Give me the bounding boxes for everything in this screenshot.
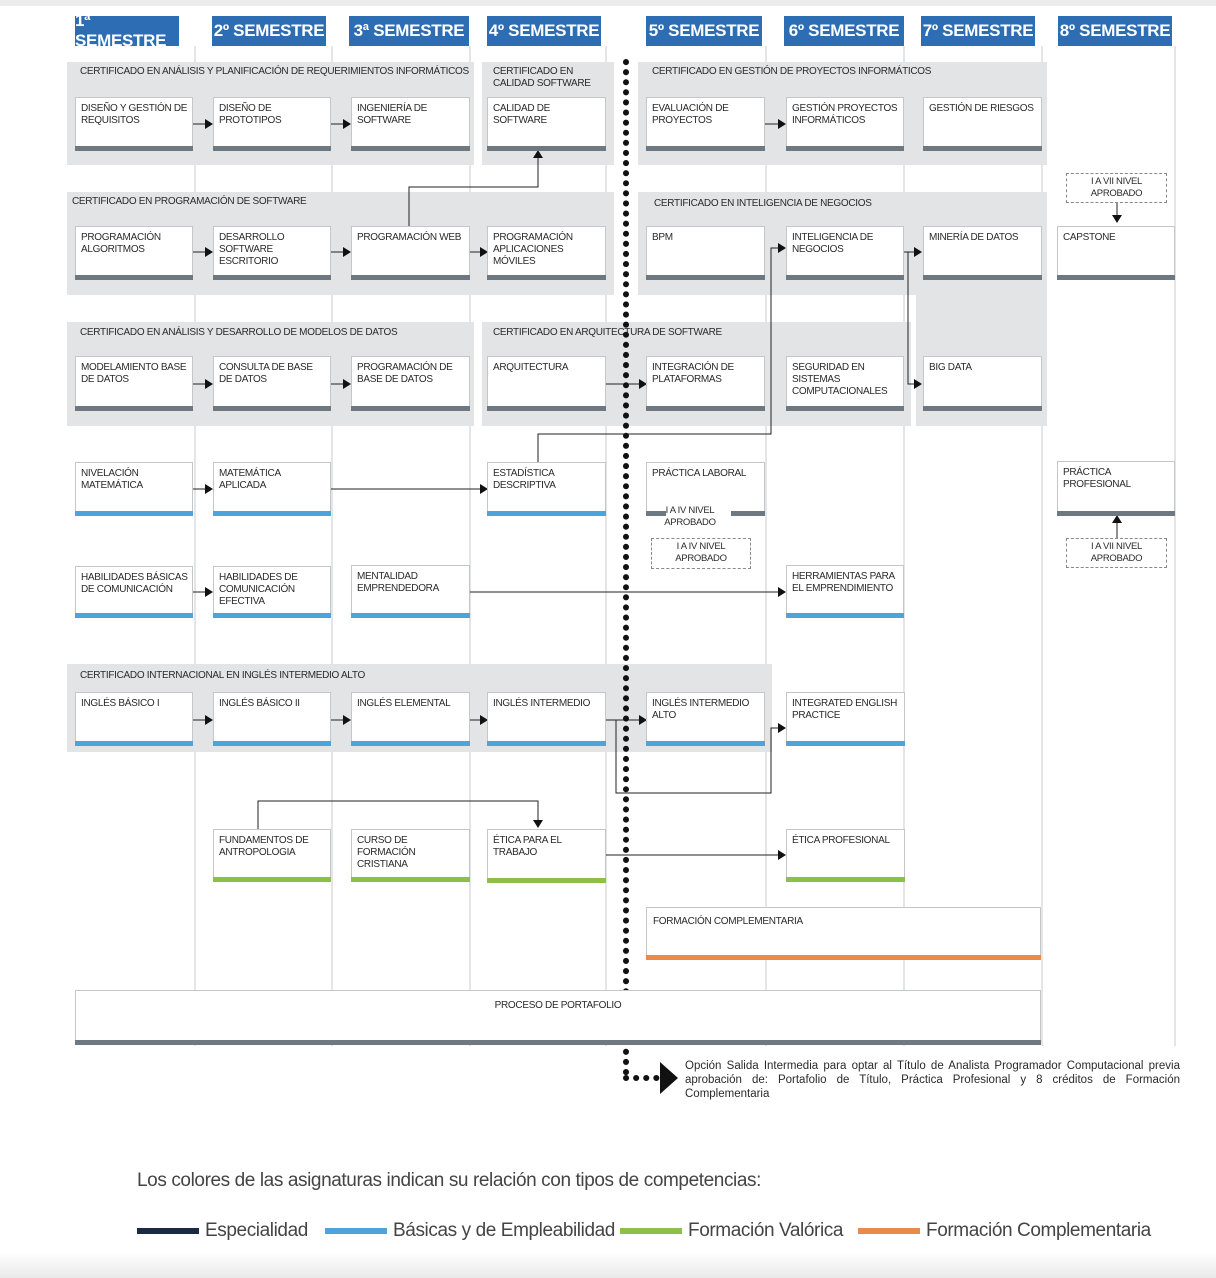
prerequisite-note-iv-practica-laboral: I A IV NIVEL APROBADO: [651, 538, 751, 569]
legend-intro: Los colores de las asignaturas indican s…: [137, 1170, 762, 1191]
prerequisite-note-vii-capstone: I A VII NIVEL APROBADO: [1066, 173, 1167, 203]
certificate-title-calidad: CERTIFICADO EN CALIDAD SOFTWARE: [493, 66, 591, 89]
course-consulta-base-datos: CONSULTA DE BASE DE DATOS: [213, 356, 331, 411]
course-formacion-complementaria: FORMACIÓN COMPLEMENTARIA: [646, 907, 1041, 960]
course-fundamentos-antropologia: FUNDAMENTOS DE ANTROPOLOGIA: [213, 829, 331, 882]
course-programacion-web: PROGRAMACIÓN WEB: [351, 226, 470, 280]
legend-item-especialidad: Especialidad: [137, 1220, 308, 1242]
legend-swatch-basicas: [325, 1228, 387, 1234]
course-ingles-basico-2: INGLÉS BÁSICO II: [213, 692, 331, 746]
course-diseno-prototipos: DISEÑO DE PROTOTIPOS: [213, 97, 331, 151]
course-nivelacion-matematica: NIVELACIÓN MATEMÁTICA: [75, 462, 193, 516]
certificate-title-datos: CERTIFICADO EN ANÁLISIS Y DESARROLLO DE …: [80, 327, 398, 338]
course-programacion-aplicaciones-moviles: PROGRAMACIÓN APLICACIONES MÓVILES: [487, 226, 606, 280]
course-big-data: BIG DATA: [923, 356, 1042, 411]
certificate-title-inteligencia-negocios: CERTIFICADO EN INTELIGENCIA DE NEGOCIOS: [654, 198, 872, 209]
course-capstone: CAPSTONE: [1057, 226, 1175, 280]
course-etica-profesional: ÉTICA PROFESIONAL: [786, 829, 905, 882]
course-gestion-proyectos-informaticos: GESTIÓN PROYECTOS INFORMÁTICOS: [786, 97, 904, 151]
course-evaluacion-proyectos: EVALUACIÓN DE PROYECTOS: [646, 97, 765, 151]
column-divider: [903, 46, 905, 1046]
prerequisite-note-iv-inline: I A IV NIVEL APROBADO: [664, 505, 716, 528]
certificate-title-ingles: CERTIFICADO INTERNACIONAL EN INGLÉS INTE…: [80, 670, 365, 681]
course-diseno-gestion-requisitos: DISEÑO Y GESTIÓN DE REQUISITOS: [75, 97, 193, 151]
bottom-border: [0, 1252, 1216, 1278]
column-divider: [1041, 46, 1043, 1046]
course-habilidades-comunicacion-efectiva: HABILIDADES DE COMUNICACIÓN EFECTIVA: [213, 566, 331, 618]
exit-option-note: Opción Salida Intermedia para optar al T…: [685, 1060, 1180, 1100]
course-mentalidad-emprendedora: MENTALIDAD EMPRENDEDORA: [351, 565, 470, 618]
course-bpm: BPM: [646, 226, 765, 280]
course-estadistica-descriptiva: ESTADÍSTICA DESCRIPTIVA: [487, 462, 606, 516]
column-divider: [469, 46, 471, 1046]
course-etica-trabajo: ÉTICA PARA EL TRABAJO: [487, 829, 606, 883]
course-integracion-plataformas: INTEGRACIÓN DE PLATAFORMAS: [646, 356, 765, 411]
course-modelamiento-base-datos: MODELAMIENTO BASE DE DATOS: [75, 356, 193, 411]
course-ingles-elemental: INGLÉS ELEMENTAL: [351, 692, 470, 746]
semester-header-5: 5º SEMESTRE: [646, 16, 762, 46]
legend-item-valorica: Formación Valórica: [620, 1220, 843, 1242]
course-ingenieria-software: INGENIERÍA DE SOFTWARE: [351, 97, 470, 151]
top-border: [0, 0, 1216, 6]
course-inteligencia-negocios: INTELIGENCIA DE NEGOCIOS: [786, 226, 904, 280]
column-divider: [1174, 46, 1176, 1046]
course-formacion-cristiana: CURSO DE FORMACIÓN CRISTIANA: [351, 829, 470, 882]
semester-header-7: 7º SEMESTRE: [921, 16, 1035, 46]
legend-swatch-valorica: [620, 1228, 682, 1234]
course-ingles-basico-1: INGLÉS BÁSICO I: [75, 692, 193, 746]
course-seguridad-sistemas: SEGURIDAD EN SISTEMAS COMPUTACIONALES: [786, 356, 904, 411]
semester-header-4: 4º SEMESTRE: [487, 16, 601, 46]
course-ingles-intermedio-alto: INGLÉS INTERMEDIO ALTO: [646, 692, 765, 746]
course-practica-laboral: PRÁCTICA LABORAL: [646, 462, 765, 516]
practica-laboral-bar-right: [731, 511, 765, 516]
column-divider: [765, 46, 767, 1046]
semester-header-6: 6º SEMESTRE: [784, 16, 904, 46]
course-programacion-algoritmos: PROGRAMACIÓN ALGORITMOS: [75, 226, 193, 280]
certificate-title-gestion-proyectos: CERTIFICADO EN GESTIÓN DE PROYECTOS INFO…: [652, 66, 932, 77]
semester-header-8: 8º SEMESTRE: [1058, 16, 1172, 46]
legend-item-complementaria: Formación Complementaria: [858, 1220, 1151, 1242]
course-ingles-intermedio: INGLÉS INTERMEDIO: [487, 692, 606, 746]
course-mineria-datos: MINERÍA DE DATOS: [923, 226, 1042, 280]
course-herramientas-emprendimiento: HERRAMIENTAS PARA EL EMPRENDIMIENTO: [786, 565, 904, 618]
course-arquitectura: ARQUITECTURA: [487, 356, 606, 411]
semester-header-2: 2º SEMESTRE: [212, 16, 326, 46]
semester-header-3: 3ª SEMESTRE: [349, 16, 469, 46]
legend-swatch-complementaria: [858, 1228, 920, 1234]
course-habilidades-basicas-comunicacion: HABILIDADES BÁSICAS DE COMUNICACIÓN: [75, 566, 193, 618]
column-divider: [605, 46, 607, 1046]
semester-header-1: 1ª SEMESTRE: [75, 11, 179, 50]
certificate-title-programacion: CERTIFICADO EN PROGRAMACIÓN DE SOFTWARE: [72, 196, 307, 207]
legend-item-basicas: Básicas y de Empleabilidad: [325, 1220, 615, 1242]
course-gestion-riesgos: GESTIÓN DE RIESGOS: [923, 97, 1042, 151]
legend-swatch-especialidad: [137, 1228, 199, 1234]
course-proceso-portafolio: PROCESO DE PORTAFOLIO: [75, 990, 1041, 1045]
course-practica-profesional: PRÁCTICA PROFESIONAL: [1057, 461, 1175, 516]
certificate-title-requerimientos: CERTIFICADO EN ANÁLISIS Y PLANIFICACIÓN …: [80, 66, 469, 77]
column-divider: [331, 46, 333, 1046]
column-divider: [194, 46, 196, 1046]
certificate-title-arquitectura: CERTIFICADO EN ARQUITECTURA DE SOFTWARE: [493, 327, 722, 338]
course-programacion-base-datos: PROGRAMACIÓN DE BASE DE DATOS: [351, 356, 470, 411]
course-matematica-aplicada: MATEMÁTICA APLICADA: [213, 462, 331, 516]
prerequisite-note-vii-practica-profesional: I A VII NIVEL APROBADO: [1066, 538, 1167, 568]
course-calidad-software: CALIDAD DE SOFTWARE: [487, 97, 606, 151]
course-desarrollo-software-escritorio: DESARROLLO SOFTWARE ESCRITORIO: [213, 226, 331, 280]
course-integrated-english-practice: INTEGRATED ENGLISH PRACTICE: [786, 692, 905, 746]
practica-laboral-bar-left: [646, 511, 666, 516]
